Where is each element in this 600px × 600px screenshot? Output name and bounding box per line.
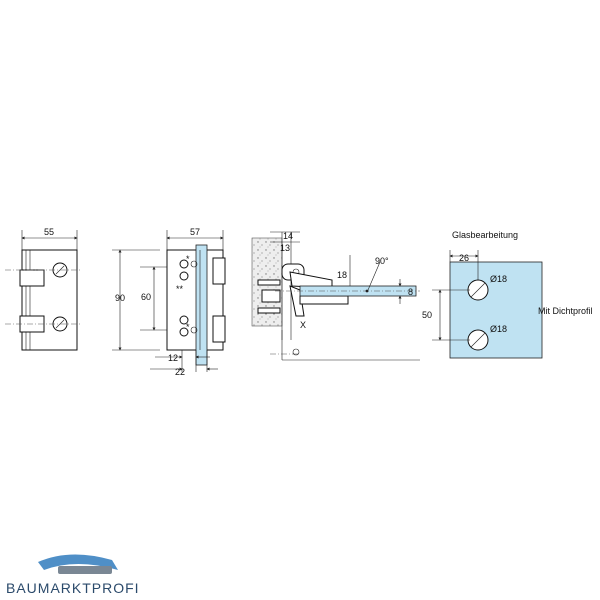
glass-panel [449,261,543,359]
hole-top-label: Ø18 [490,274,507,284]
clamp-plate [299,295,349,305]
brand-name: BAUMARKTPROFI [6,580,140,596]
star-mark-bottom: * [186,322,190,332]
logo-swoosh-icon [38,554,118,570]
angle-label: 90° [375,256,389,266]
double-star-mark: ** [176,284,184,294]
front-view: 55 [5,227,80,351]
section-view: 14 13 18 90° 8 X [251,231,420,361]
side-view: 57 90 60 ** * * 12 22 [112,227,226,377]
hole-bottom-label: Ø18 [490,324,507,334]
edge-offset-label: 26 [459,253,469,263]
detail-x-label: X [300,320,306,330]
side-height-label: 90 [115,293,125,303]
side-spacing-label: 60 [141,292,151,302]
brand-logo-mark [38,554,118,574]
front-width-label: 55 [44,227,54,237]
glass-processing-view: Glasbearbeitung 26 Ø18 Ø18 50 Mit Dichtp… [422,230,593,359]
dim-18-label: 18 [337,270,347,280]
hole-spacing-label: 50 [422,310,432,320]
dim-22-label: 22 [175,367,185,377]
dim-13-label: 13 [280,243,290,253]
side-glass-pane [195,244,208,366]
star-mark-top: * [186,254,190,264]
front-hinge-body [21,249,78,351]
dim-14-label: 14 [283,231,293,241]
seal-profile-note: Mit Dichtprofil [538,306,593,316]
dim-12-label: 12 [168,353,178,363]
thickness-label: 8 [408,287,413,297]
glass-processing-title: Glasbearbeitung [452,230,518,240]
side-width-label: 57 [190,227,200,237]
